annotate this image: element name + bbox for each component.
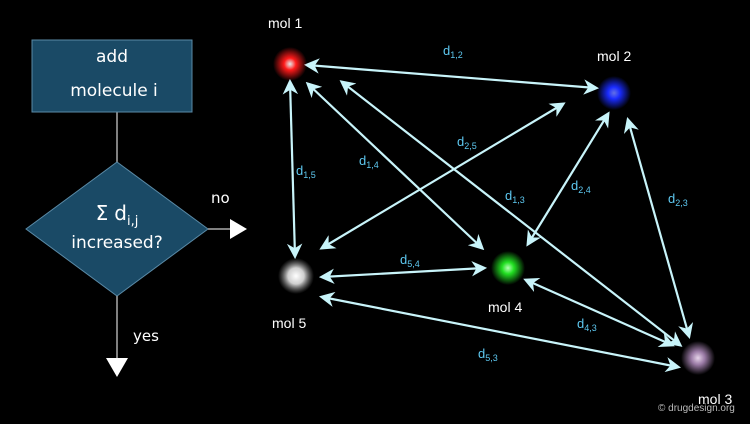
process-line2: molecule i bbox=[70, 81, 158, 101]
mol3-label: mol 3 bbox=[698, 391, 732, 407]
label-d43: d4,3 bbox=[577, 316, 597, 333]
process-line1: add bbox=[96, 47, 128, 67]
mol3-node bbox=[681, 341, 715, 375]
label-d14: d1,4 bbox=[359, 153, 379, 170]
label-d53: d5,3 bbox=[478, 346, 498, 363]
arrow-d14 bbox=[305, 81, 485, 251]
arrow-d43 bbox=[523, 277, 675, 348]
process-box bbox=[31, 39, 193, 113]
mol1-label: mol 1 bbox=[268, 15, 302, 31]
arrow-d53 bbox=[318, 291, 682, 373]
no-arrowhead bbox=[230, 219, 247, 239]
arrow-d15 bbox=[282, 78, 303, 260]
mol5-node bbox=[278, 258, 314, 294]
no-label: no bbox=[211, 189, 230, 207]
label-d13: d1,3 bbox=[505, 188, 525, 205]
arrow-d23 bbox=[623, 117, 694, 339]
yes-arrowhead bbox=[106, 358, 128, 377]
label-d12: d1,2 bbox=[443, 43, 463, 60]
copyright-text: © drugdesign.org bbox=[658, 403, 735, 414]
mol2-label: mol 2 bbox=[597, 48, 631, 64]
decision-diamond bbox=[25, 161, 209, 297]
distance-labels: d1,2 d2,5 d1,4 d1,5 d1,3 d2,4 d2,3 d5,4 … bbox=[296, 43, 688, 363]
label-d24: d2,4 bbox=[571, 178, 591, 195]
label-d25: d2,5 bbox=[457, 134, 477, 151]
arrow-d54 bbox=[318, 260, 488, 285]
label-d15: d1,5 bbox=[296, 163, 316, 180]
decision-line2: increased? bbox=[71, 233, 162, 253]
label-d54: d5,4 bbox=[400, 252, 420, 269]
arrow-d12 bbox=[303, 58, 600, 95]
label-d23: d2,3 bbox=[668, 191, 688, 208]
arrow-d24 bbox=[526, 111, 610, 247]
distance-arrows bbox=[282, 58, 694, 373]
yes-label: yes bbox=[133, 327, 159, 345]
mol1-node bbox=[273, 47, 307, 81]
arrow-d25 bbox=[319, 102, 566, 250]
mol5-label: mol 5 bbox=[272, 315, 306, 331]
mol2-node bbox=[597, 76, 631, 110]
molecule-nodes bbox=[273, 47, 715, 375]
mol4-label: mol 4 bbox=[488, 299, 522, 315]
mol4-node bbox=[491, 251, 525, 285]
molecule-labels: mol 1 mol 2 mol 3 mol 4 mol 5 bbox=[268, 15, 732, 407]
